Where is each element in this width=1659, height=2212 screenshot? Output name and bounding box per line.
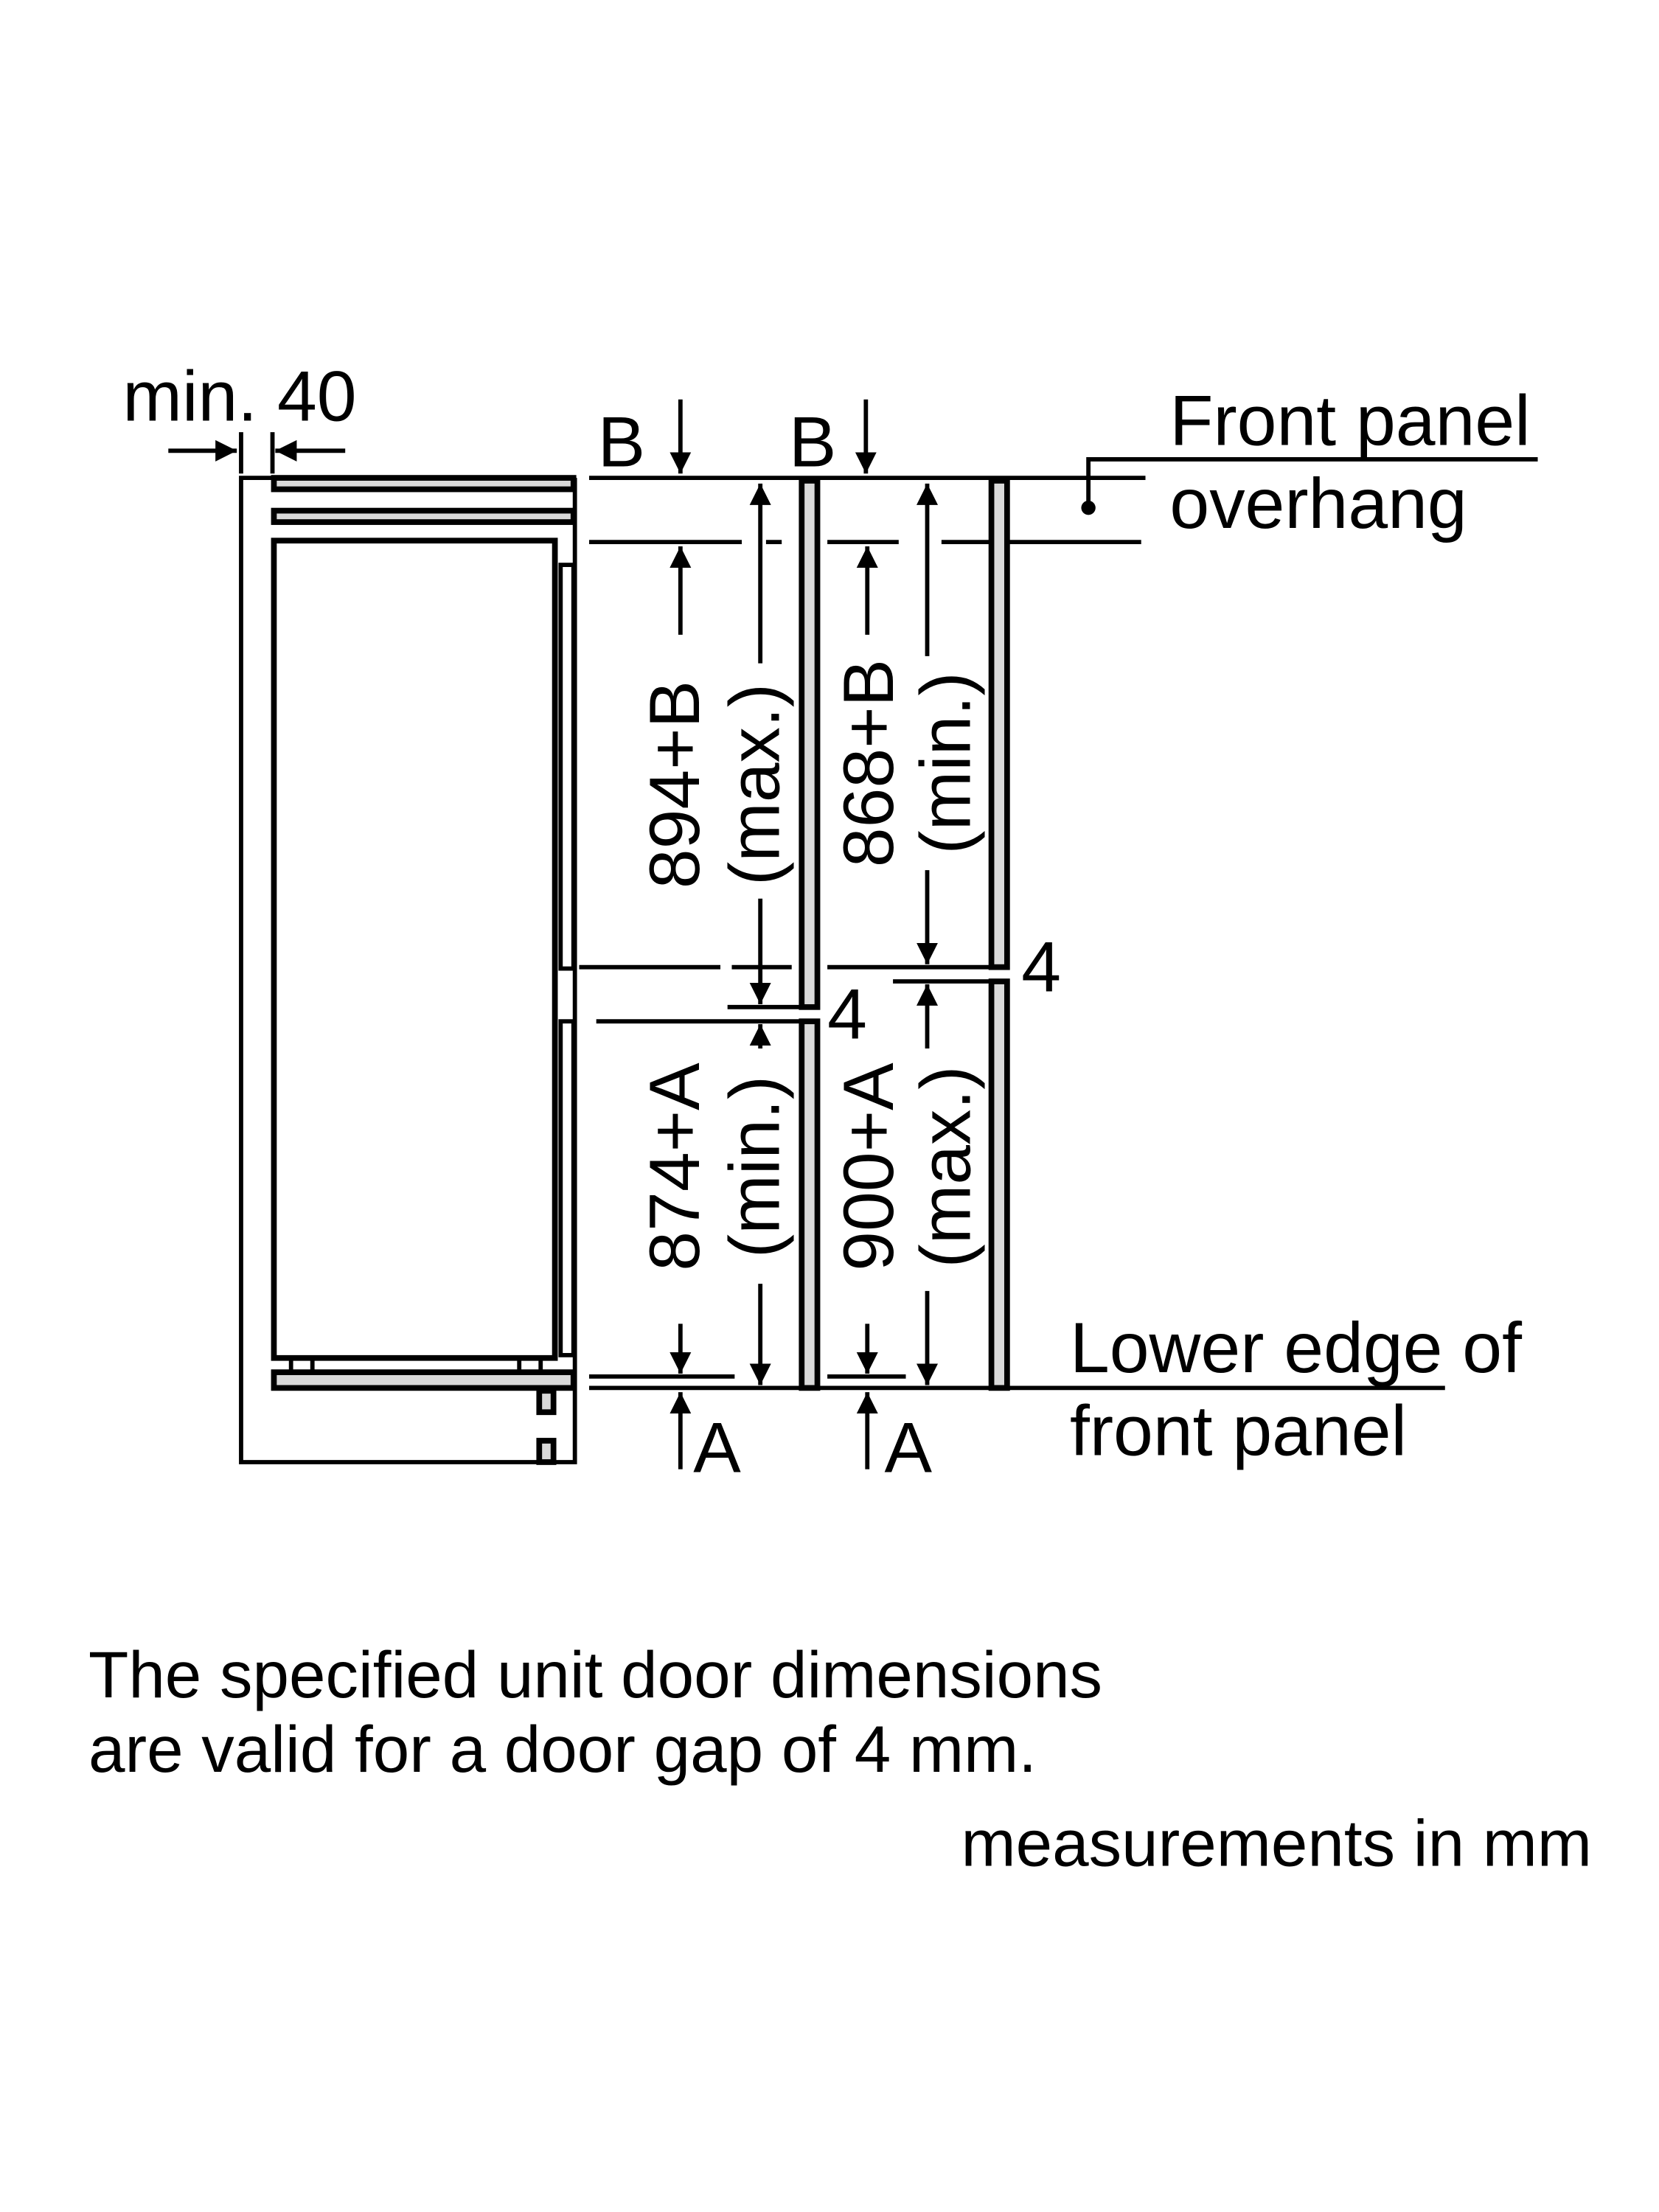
front-panel-overhang-label-2: overhang xyxy=(1169,464,1467,543)
appliance-body xyxy=(271,538,558,1361)
front-panels xyxy=(799,478,1010,1391)
units-note: measurements in mm xyxy=(961,1806,1592,1879)
overhang-b-label-1: B xyxy=(598,403,646,482)
lower-edge-label-2: front panel xyxy=(1070,1391,1407,1470)
upper-door-edge xyxy=(558,563,576,971)
lower-door-edge xyxy=(558,1019,576,1357)
clearance-label: min. 40 xyxy=(122,357,356,437)
note-line-2: are valid for a door gap of 4 mm. xyxy=(88,1712,1037,1786)
dimension-arrows xyxy=(669,483,939,1385)
front-panel-overhang-label-1: Front panel xyxy=(1169,381,1530,461)
reference-lines xyxy=(579,476,1445,1391)
overhang-leader xyxy=(1081,457,1538,515)
lower-door-min-value: 874+A xyxy=(635,1062,714,1271)
note-line-1: The specified unit door dimensions xyxy=(88,1638,1102,1711)
lower-door-max-qualifier: (max.) xyxy=(906,1066,986,1268)
lower-door-min-qualifier: (min.) xyxy=(714,1076,794,1258)
lower-edge-label-1: Lower edge of xyxy=(1070,1308,1523,1388)
overhang-a-label-2: A xyxy=(884,1408,932,1488)
clearance-dimension xyxy=(168,432,346,474)
upper-door-min-value: 868+B xyxy=(829,659,908,867)
cabinet-outline xyxy=(239,475,577,1465)
gap-label-2: 4 xyxy=(1021,928,1061,1007)
lower-door-max-value: 900+A xyxy=(829,1062,908,1271)
overhang-a-label-1: A xyxy=(693,1408,741,1488)
upper-door-max-qualifier: (max.) xyxy=(714,684,794,886)
upper-door-min-qualifier: (min.) xyxy=(906,672,986,854)
gap-label-1: 4 xyxy=(827,974,867,1054)
overhang-b-label-2: B xyxy=(789,403,837,482)
plinth-bar xyxy=(271,1369,577,1391)
upper-door-max-value: 894+B xyxy=(635,681,714,888)
